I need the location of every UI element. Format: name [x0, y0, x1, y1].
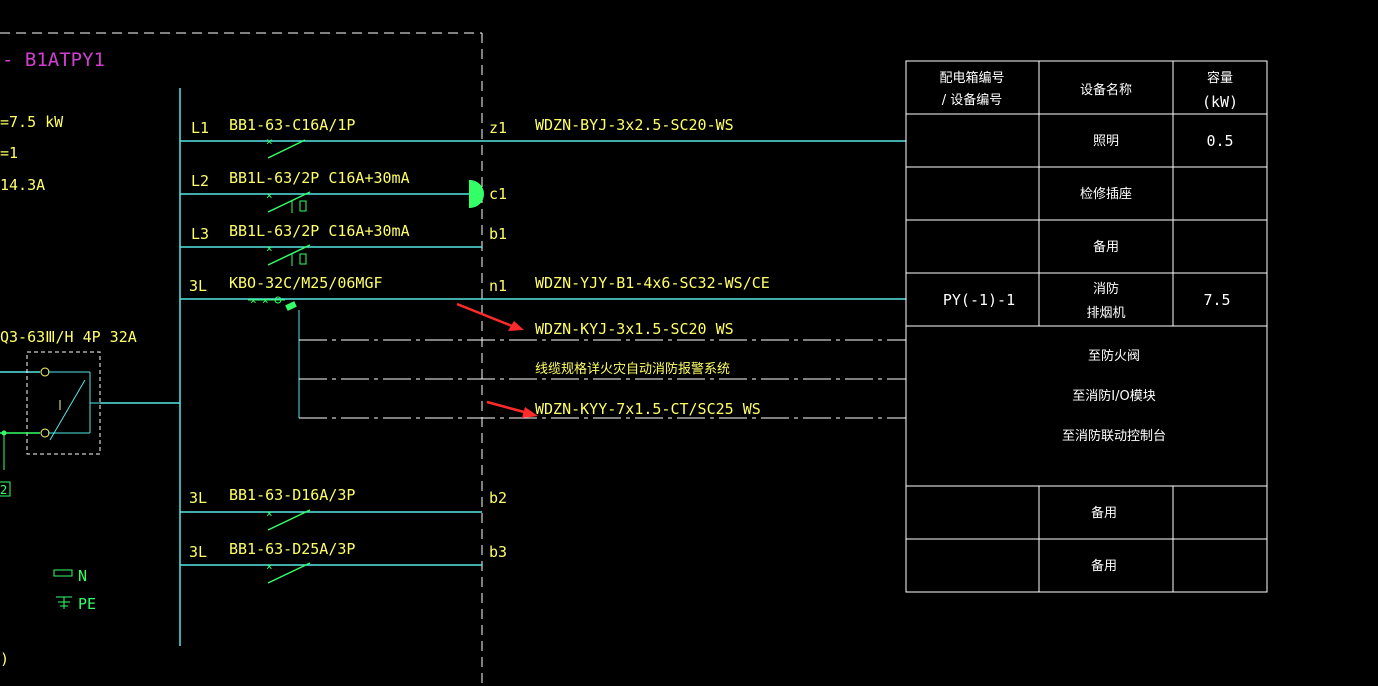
- table-cell-name: 备用: [1091, 558, 1117, 574]
- svg-text:×: ×: [266, 242, 273, 255]
- tag-2: 2: [0, 483, 7, 497]
- main-breaker-label: Q3-63Ⅲ/H 4P 32A: [0, 328, 137, 346]
- circuit-phase: L1: [191, 119, 209, 137]
- table-cell-name: 备用: [1093, 239, 1119, 255]
- circuit-breaker: KBO-32C/M25/06MGF: [229, 274, 383, 292]
- circuit-id: b3: [489, 543, 507, 561]
- table-header-code-1: 配电箱编号: [939, 70, 1004, 86]
- circuit-breaker: BB1-63-D25A/3P: [229, 540, 355, 558]
- equipment-table: [905, 60, 1268, 593]
- control-line-cable-1: WDZN-KYJ-3x1.5-SC20 WS: [535, 320, 734, 338]
- table-cell-capacity: 7.5: [1203, 291, 1230, 309]
- legend-pe: PE: [56, 595, 96, 613]
- circuit-id: b1: [489, 225, 507, 243]
- table-cell-name-2: 排烟机: [1086, 306, 1125, 321]
- circuit-id: z1: [489, 119, 507, 137]
- circuit-phase: 3L: [189, 489, 207, 507]
- table-cell-name: 备用: [1091, 505, 1117, 521]
- panel-power: =7.5 kW: [0, 113, 64, 131]
- circuit-cable: WDZN-YJY-B1-4x6-SC32-WS/CE: [535, 274, 770, 292]
- panel-boundary: [0, 32, 483, 686]
- circuit-row: × 3L BB1-63-D25A/3P b3: [180, 540, 507, 584]
- circuit-row: × × 3L KBO-32C/M25/06MGF n1 WDZN-YJY-B1-…: [180, 274, 906, 418]
- main-breaker-symbol: 2: [0, 351, 180, 497]
- control-line-cable-2: WDZN-KYY-7x1.5-CT/SC25 WS: [535, 400, 761, 418]
- table-cell-name: 照明: [1093, 134, 1119, 149]
- svg-text:×: ×: [266, 560, 273, 573]
- circuit-cable: WDZN-BYJ-3x2.5-SC20-WS: [535, 116, 734, 134]
- table-header-capacity-2: (kW): [1202, 93, 1238, 111]
- table-header-capacity-1: 容量: [1207, 70, 1233, 86]
- svg-text:×: ×: [266, 507, 273, 520]
- red-arrow-2: [486, 400, 538, 418]
- table-cell-code: PY(-1)-1: [943, 291, 1015, 309]
- circuit-breaker: BB1-63-C16A/1P: [229, 116, 355, 134]
- control-lines: [299, 339, 906, 419]
- circuit-id: b2: [489, 489, 507, 507]
- legend-n-label: N: [78, 567, 87, 585]
- panel-kx: =1: [0, 144, 18, 162]
- table-header-code-2: / 设备编号: [942, 92, 1003, 108]
- panel-current: 14.3A: [0, 176, 45, 194]
- svg-text:×: ×: [266, 189, 273, 202]
- table-cell-capacity: 0.5: [1206, 132, 1233, 150]
- circuit-breaker: BB1-63-D16A/3P: [229, 486, 355, 504]
- circuit-phase: 3L: [189, 543, 207, 561]
- circuit-breaker: BB1L-63/2P C16A+30mA: [229, 222, 410, 240]
- circuit-id: n1: [489, 277, 507, 295]
- circuit-breaker: BB1L-63/2P C16A+30mA: [229, 169, 410, 187]
- circuit-row: × 3L BB1-63-D16A/3P b2: [180, 486, 507, 531]
- red-arrow-1: [456, 302, 524, 331]
- svg-text:×: ×: [250, 294, 257, 307]
- legend-pe-label: PE: [78, 595, 96, 613]
- circuit-phase: L2: [191, 172, 209, 190]
- circuit-phase: 3L: [189, 277, 207, 295]
- circuit-row: × L3 BB1L-63/2P C16A+30mA b1: [180, 222, 507, 266]
- circuit-row: × L2 BB1L-63/2P C16A+30mA c1: [180, 169, 507, 213]
- table-note: 至消防I/O模块: [1072, 388, 1155, 404]
- tag-bottom: ): [0, 650, 9, 668]
- table-note: 至消防联动控制台: [1062, 428, 1166, 444]
- svg-text:×: ×: [266, 135, 273, 148]
- panel-title: - B1ATPY1: [2, 49, 105, 71]
- table-cell-name-1: 消防: [1093, 281, 1119, 297]
- circuit-row: × L1 BB1-63-C16A/1P z1 WDZN-BYJ-3x2.5-SC…: [180, 116, 906, 159]
- table-cell-name: 检修插座: [1080, 187, 1132, 202]
- circuit-id: c1: [489, 185, 507, 203]
- table-note: 至防火阀: [1088, 348, 1140, 364]
- svg-text:×: ×: [262, 294, 269, 307]
- table-header-name: 设备名称: [1080, 82, 1132, 98]
- control-line-note: 线缆规格详火灾自动消防报警系统: [535, 361, 730, 377]
- circuit-phase: L3: [191, 225, 209, 243]
- legend-n: N: [53, 567, 87, 585]
